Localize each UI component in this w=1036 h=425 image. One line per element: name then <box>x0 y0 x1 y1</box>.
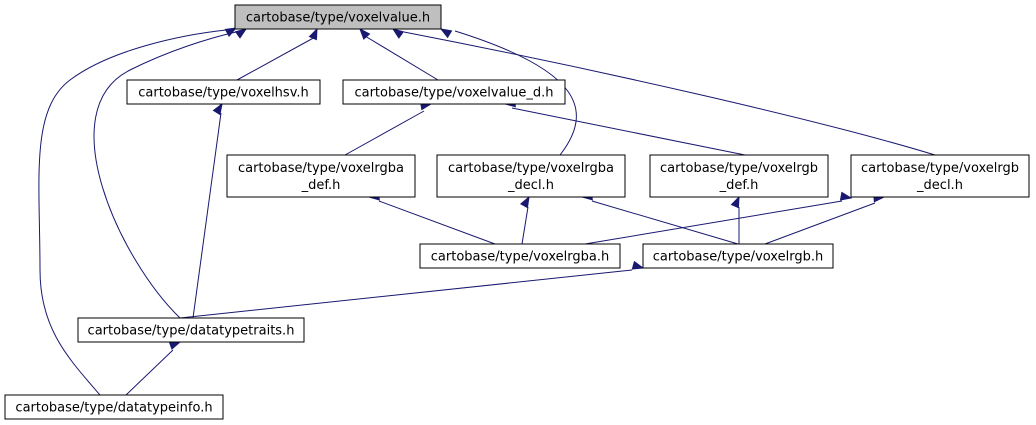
edge-line <box>236 35 318 81</box>
node-box <box>226 154 416 198</box>
edge-voxelrgb_def-to-voxelvalue_d <box>503 98 746 156</box>
edge-arrowhead <box>224 27 238 38</box>
node-box <box>642 243 834 269</box>
node-voxelrgb[interactable]: cartobase/type/voxelrgb.h <box>642 243 834 269</box>
edge-datatypetraits-to-voxelhsv <box>192 102 223 319</box>
edge-voxelrgba-to-voxelrgba_decl <box>519 195 530 245</box>
edge-arrowhead <box>234 28 248 39</box>
node-box <box>342 79 566 105</box>
node-label: _decl.h <box>507 178 554 193</box>
node-label: cartobase/type/voxelrgb <box>861 161 1019 176</box>
node-label: cartobase/type/voxelrgba <box>448 161 614 176</box>
edge-line <box>378 200 496 245</box>
node-voxelrgba_def[interactable]: cartobase/type/voxelrgba _def.h <box>226 154 416 198</box>
edge-datatypeinfo-to-datatypetraits <box>125 341 182 396</box>
node-box <box>436 154 626 198</box>
node-voxelvalue_d[interactable]: cartobase/type/voxelvalue_d.h <box>342 79 566 105</box>
node-label: cartobase/type/voxelrgba <box>238 161 404 176</box>
node-box <box>77 317 305 343</box>
edge-line <box>403 31 936 156</box>
node-label: _def.h <box>719 178 759 193</box>
node-datatypetraits[interactable]: cartobase/type/datatypetraits.h <box>77 317 305 343</box>
edge-voxelrgba-to-voxelrgb_decl <box>584 191 853 245</box>
edge-line <box>454 30 577 156</box>
edge-voxelrgba_decl-to-voxelvalue <box>439 28 577 156</box>
edge-arrowhead <box>519 195 530 209</box>
edge-line <box>764 202 876 245</box>
edge-voxelrgb-to-voxelrgb_def <box>730 195 740 244</box>
node-label: _def.h <box>301 178 341 193</box>
node-label: _decl.h <box>916 178 963 193</box>
edge-line <box>344 110 425 156</box>
edge-line <box>38 29 227 396</box>
node-voxelrgba_decl[interactable]: cartobase/type/voxelrgba _decl.h <box>436 154 626 198</box>
edge-line <box>584 200 843 245</box>
edge-line <box>179 269 633 319</box>
node-voxelhsv[interactable]: cartobase/type/voxelhsv.h <box>126 79 321 105</box>
edge-voxelrgb-to-voxelrgb_decl <box>764 193 886 245</box>
edge-datatypeinfo-to-voxelvalue <box>38 27 238 396</box>
edge-line <box>364 35 439 81</box>
node-box <box>850 154 1030 198</box>
node-label: cartobase/type/voxelrgb <box>660 161 818 176</box>
node-label: cartobase/type/voxelvalue_d.h <box>354 86 553 101</box>
node-voxelrgb_decl[interactable]: cartobase/type/voxelrgb _decl.h <box>850 154 1030 198</box>
node-label: cartobase/type/voxelrgb.h <box>653 250 823 265</box>
node-label: cartobase/type/voxelvalue.h <box>246 11 430 26</box>
edge-arrowhead <box>631 260 645 270</box>
edge-line <box>511 107 746 156</box>
node-box <box>234 4 442 30</box>
node-label: cartobase/type/datatypetraits.h <box>88 324 295 339</box>
edge-voxelrgba-to-voxelrgba_def <box>367 191 496 245</box>
edge-arrowhead <box>212 102 223 116</box>
node-label: cartobase/type/voxelhsv.h <box>138 86 309 101</box>
edge-datatypetraits-to-voxelrgb <box>179 260 645 319</box>
edge-line <box>192 112 222 319</box>
edge-arrowhead <box>359 27 371 40</box>
node-box <box>419 243 621 269</box>
edge-arrowhead <box>839 191 853 201</box>
nodes: cartobase/type/voxelvalue.h cartobase/typ… <box>4 4 1030 420</box>
node-label: cartobase/type/datatypeinfo.h <box>15 401 212 416</box>
node-label: cartobase/type/voxelrgba.h <box>431 250 609 265</box>
edge-voxelhsv-to-voxelvalue <box>236 27 318 81</box>
node-box <box>649 154 829 198</box>
edge-arrowhead <box>308 27 318 41</box>
edge-arrowhead <box>439 28 453 39</box>
edge-arrowhead <box>168 341 182 350</box>
node-datatypeinfo[interactable]: cartobase/type/datatypeinfo.h <box>4 394 224 420</box>
edge-line <box>125 349 174 396</box>
edge-datatypetraits-to-voxelvalue <box>93 28 248 319</box>
edge-voxelrgb-to-voxelrgba_decl <box>580 191 739 245</box>
edge-arrowhead <box>730 195 740 209</box>
edge-voxelrgb_decl-to-voxelvalue <box>391 28 936 156</box>
edge-arrowhead <box>391 28 405 39</box>
node-box <box>126 79 321 105</box>
node-voxelvalue[interactable]: cartobase/type/voxelvalue.h <box>234 4 442 30</box>
node-voxelrgba[interactable]: cartobase/type/voxelrgba.h <box>419 243 621 269</box>
edge-voxelrgba_def-to-voxelvalue_d <box>344 101 433 156</box>
edge-line <box>93 31 237 319</box>
node-box <box>4 394 224 420</box>
edge-line <box>521 206 529 245</box>
node-voxelrgb_def[interactable]: cartobase/type/voxelrgb _def.h <box>649 154 829 198</box>
edge-line <box>591 200 739 245</box>
edge-voxelvalue_d-to-voxelvalue <box>359 27 439 81</box>
